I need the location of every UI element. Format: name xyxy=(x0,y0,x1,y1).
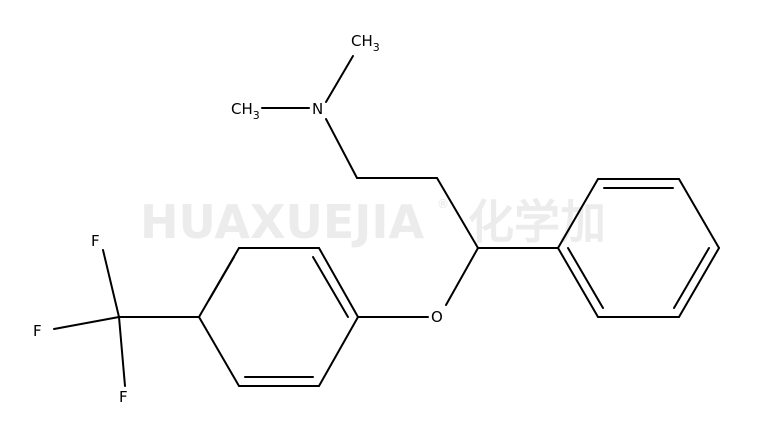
atom-label-ch3-top: CH3 xyxy=(351,32,380,54)
phenyl-inner-double-bond xyxy=(673,247,710,309)
aryl-bond xyxy=(198,316,240,387)
phenyl-bond xyxy=(678,247,720,318)
atom-label-oxygen: O xyxy=(431,308,443,326)
watermark-cjk-text: 化学加 xyxy=(468,195,606,249)
trifluoromethylphenyl-ring xyxy=(198,247,429,387)
bond-n-ch3-top xyxy=(325,55,354,103)
watermark: HUAXUEJIA ® 化学加 xyxy=(140,195,606,249)
atom-label-fluorine-top: F xyxy=(91,232,100,250)
atom-label-fluorine-bottom: F xyxy=(119,388,128,406)
atom-label-fluorine-left: F xyxy=(33,322,42,340)
watermark-text: HUAXUEJIA xyxy=(140,195,425,249)
aryl-inner-double-bond xyxy=(312,256,349,318)
dimethylamino-bonds xyxy=(261,55,358,179)
bond-ch2-ch xyxy=(436,177,479,249)
aryl-bond xyxy=(318,316,359,387)
phenyl-inner-double-bond xyxy=(567,247,604,309)
atom-label-nitrogen: N xyxy=(312,100,323,118)
watermark-registered-mark: ® xyxy=(437,197,449,211)
aryl-bond xyxy=(318,247,359,318)
phenyl-bond xyxy=(557,247,599,318)
atom-labels: CH3 CH3 N O F F F xyxy=(33,32,443,406)
phenyl-ring xyxy=(557,178,720,318)
bond-c-f-top xyxy=(102,249,120,318)
bond-c-f-left xyxy=(53,316,120,330)
bond-n-ch2 xyxy=(325,118,358,179)
atom-label-ch3-left: CH3 xyxy=(231,100,260,122)
bond-ch-o xyxy=(445,247,479,306)
propyl-chain xyxy=(356,177,559,306)
phenyl-bond xyxy=(557,178,599,249)
aryl-inner-double-bond xyxy=(208,256,235,301)
trifluoromethyl-group xyxy=(53,249,200,387)
phenyl-bond xyxy=(678,178,720,249)
bond-c-f-bottom xyxy=(118,316,126,387)
